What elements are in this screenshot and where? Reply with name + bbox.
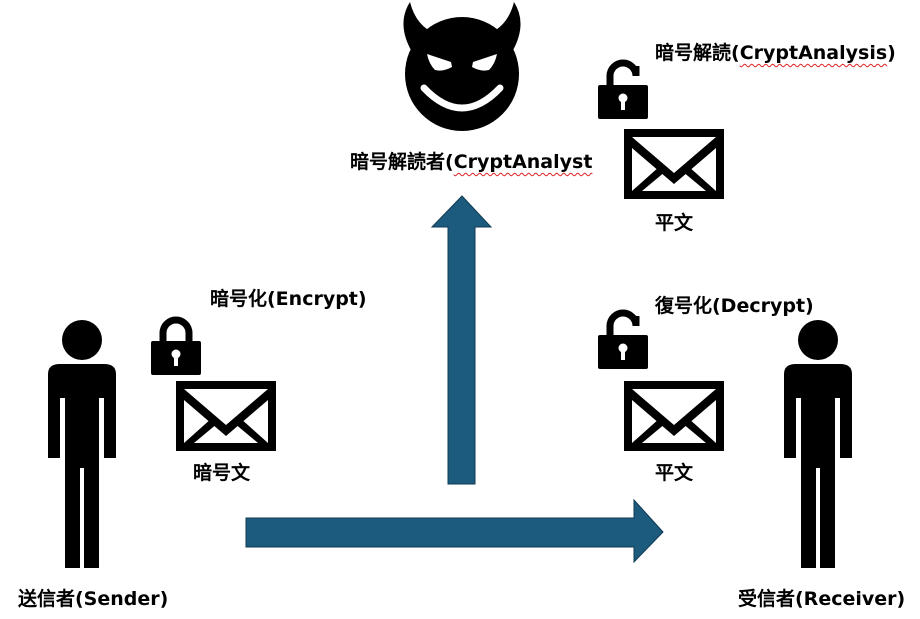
ciphertext-envelope-icon	[176, 381, 276, 451]
analysis-label: 暗号解読(CryptAnalysis)	[655, 44, 896, 63]
receiver-person-icon	[784, 320, 852, 568]
decrypt-lock-open-icon	[598, 313, 648, 369]
encrypt-label: 暗号化(Encrypt)	[210, 288, 367, 310]
ciphertext-label: 暗号文	[193, 462, 251, 484]
analyst-envelope-icon	[624, 129, 724, 199]
devil-face-icon	[403, 2, 521, 131]
analysis-label-prefix: 暗号解読(	[655, 42, 740, 64]
analyst-label: 暗号解読者(CryptAnalyst	[350, 153, 592, 172]
receiver-label: 受信者(Receiver)	[738, 588, 906, 610]
analysis-label-word: CryptAnalysis	[739, 42, 888, 64]
analysis-label-suffix: )	[887, 42, 896, 64]
decrypt-label: 復号化(Decrypt)	[655, 295, 814, 317]
receiver-plaintext-label: 平文	[655, 462, 694, 484]
analyst-label-word: CryptAnalyst	[453, 151, 593, 173]
lock-closed-icon	[151, 320, 201, 375]
sender-person-icon	[48, 320, 116, 568]
analyst-label-prefix: 暗号解読者(	[350, 151, 454, 173]
arrow-up-to-analyst	[430, 195, 493, 485]
sender-label: 送信者(Sender)	[18, 588, 169, 610]
receiver-envelope-icon	[624, 381, 724, 451]
analyst-plaintext-label: 平文	[655, 212, 694, 234]
analysis-lock-open-icon	[598, 63, 648, 119]
arrow-sender-to-receiver	[245, 498, 664, 564]
